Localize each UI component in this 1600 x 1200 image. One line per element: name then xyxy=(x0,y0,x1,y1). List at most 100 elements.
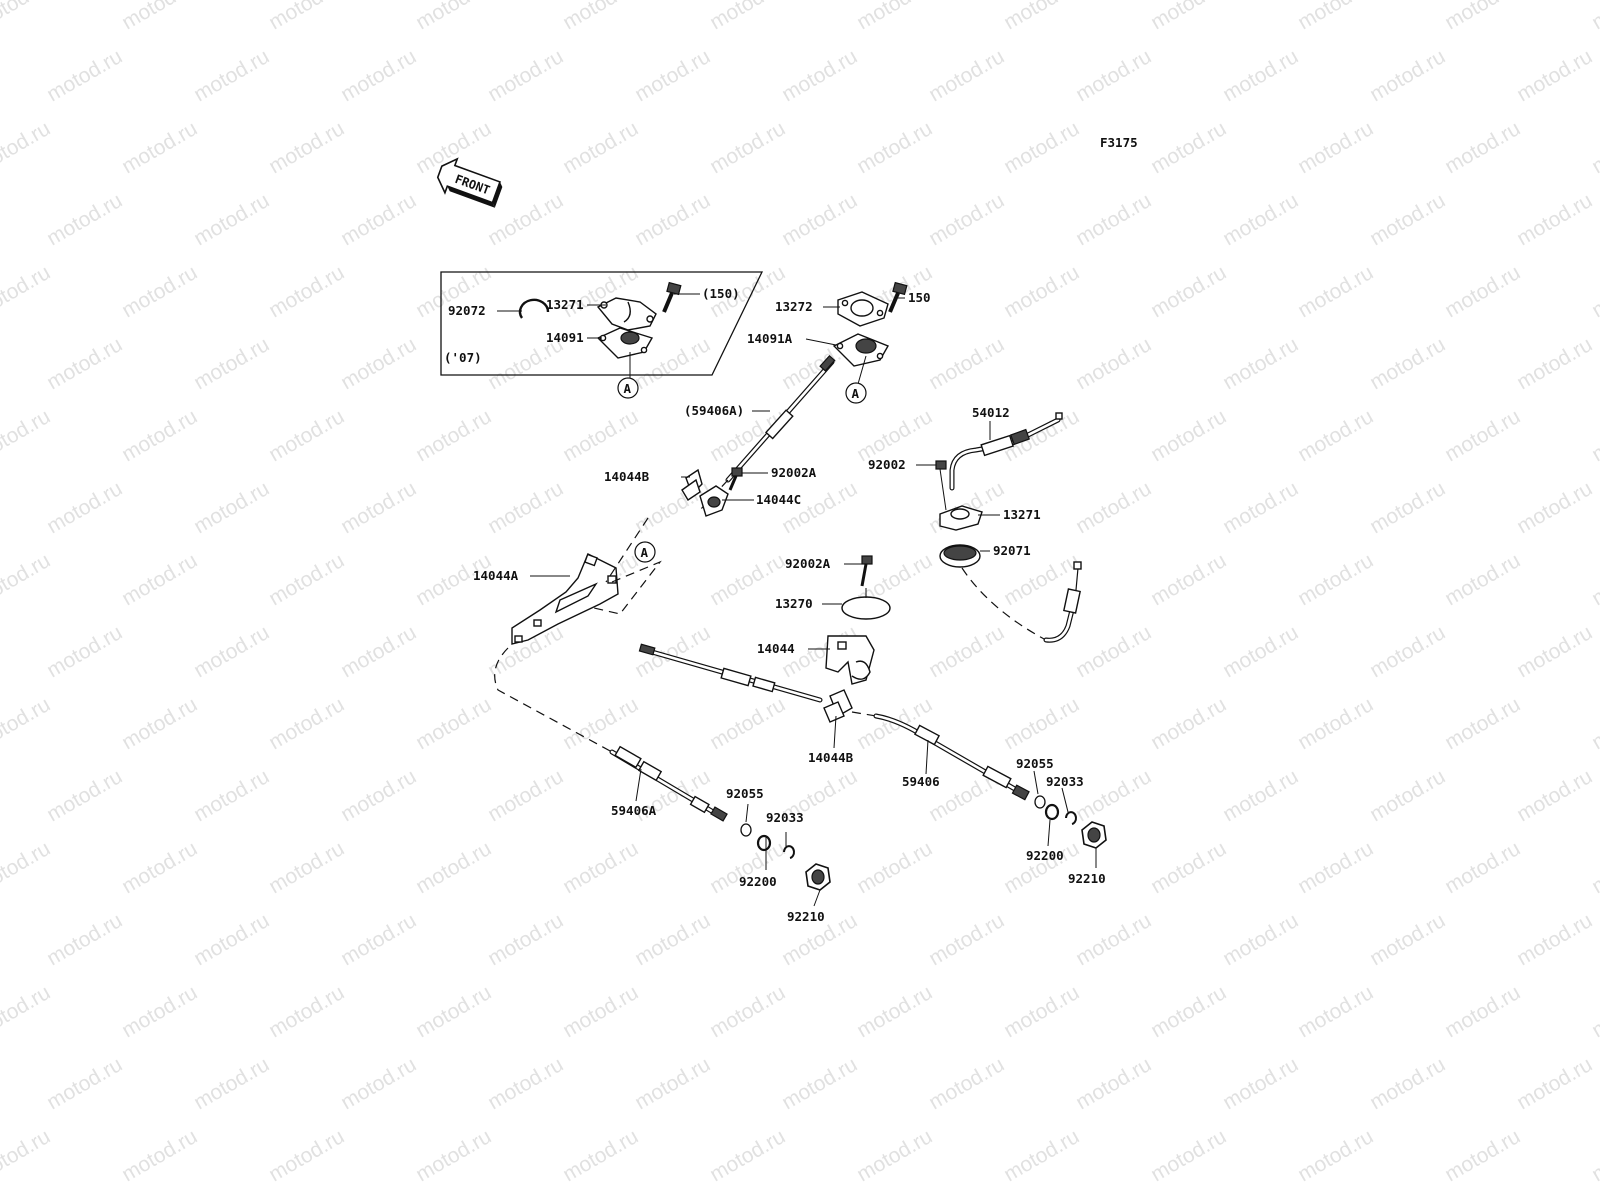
watermark-text: motod.ru xyxy=(190,621,273,682)
watermark-text: motod.ru xyxy=(190,333,273,394)
watermark-text: motod.ru xyxy=(118,117,201,178)
svg-text:A: A xyxy=(624,381,632,396)
watermark-text: motod.ru xyxy=(0,0,54,34)
watermark-text: motod.ru xyxy=(925,1053,1008,1114)
watermark-text: motod.ru xyxy=(337,189,420,250)
watermark-text: motod.ru xyxy=(706,0,789,34)
watermark-text: motod.ru xyxy=(1147,981,1230,1042)
watermark-text: motod.ru xyxy=(1513,765,1596,826)
watermark-text: motod.ru xyxy=(1294,405,1377,466)
part-59406-cable xyxy=(851,711,1030,801)
part-14091A-grommet xyxy=(832,333,890,367)
watermark-text: motod.ru xyxy=(0,1125,54,1186)
watermark-text: motod.ru xyxy=(118,1125,201,1186)
part-14044B-lower-clamp xyxy=(823,689,853,723)
watermark-text: motod.ru xyxy=(853,117,936,178)
watermark-text: motod.ru xyxy=(1513,333,1596,394)
watermark-text: motod.ru xyxy=(778,45,861,106)
label-92072: 92072 xyxy=(448,303,486,318)
watermark-text: motod.ru xyxy=(1588,693,1600,754)
watermark-text: motod.ru xyxy=(265,549,348,610)
part-13270-gasket xyxy=(841,588,891,620)
part-92210-right-nut xyxy=(1081,821,1107,849)
watermark-text: motod.ru xyxy=(118,837,201,898)
watermark-text: motod.ru xyxy=(1588,405,1600,466)
watermark-text: motod.ru xyxy=(559,693,642,754)
watermark-text: motod.ru xyxy=(778,477,861,538)
watermark-text: motod.ru xyxy=(190,477,273,538)
label-92002A-upper: 92002A xyxy=(771,465,817,480)
watermark-text: motod.ru xyxy=(1219,333,1302,394)
watermark-text: motod.ru xyxy=(412,837,495,898)
watermark-text: motod.ru xyxy=(484,765,567,826)
watermark-text: motod.ru xyxy=(118,0,201,34)
watermark-text: motod.ru xyxy=(1072,333,1155,394)
label-13270: 13270 xyxy=(775,596,813,611)
watermark-text: motod.ru xyxy=(1588,0,1600,34)
watermark-text: motod.ru xyxy=(706,1125,789,1186)
part-middle-cable xyxy=(638,643,823,703)
part-92055-right-washer xyxy=(1034,795,1046,809)
part-59406A-upper-cable xyxy=(699,354,836,511)
watermark-text: motod.ru xyxy=(706,117,789,178)
watermark-text: motod.ru xyxy=(1441,837,1524,898)
watermark-text: motod.ru xyxy=(190,909,273,970)
label-14044C: 14044C xyxy=(756,492,801,507)
part-92071-grommet xyxy=(939,544,1047,641)
watermark-text: motod.ru xyxy=(1219,1053,1302,1114)
watermark-text: motod.ru xyxy=(1366,333,1449,394)
part-54012-lower-end xyxy=(1043,561,1082,643)
watermark-text: motod.ru xyxy=(0,693,54,754)
watermark-text: motod.ru xyxy=(1072,765,1155,826)
part-150-bolt xyxy=(888,281,908,313)
label-14091: 14091 xyxy=(546,330,584,345)
watermark-text: motod.ru xyxy=(1588,117,1600,178)
watermark-text: motod.ru xyxy=(412,405,495,466)
watermark-text: motod.ru xyxy=(1072,189,1155,250)
svg-text:A: A xyxy=(852,386,860,401)
watermark-text: motod.ru xyxy=(484,477,567,538)
part-54012-cable xyxy=(949,412,1063,491)
watermark-text: motod.ru xyxy=(484,45,567,106)
watermark-text: motod.ru xyxy=(265,837,348,898)
watermark-text: motod.ru xyxy=(412,693,495,754)
watermark-text: motod.ru xyxy=(43,477,126,538)
watermark-text: motod.ru xyxy=(337,333,420,394)
watermark-text: motod.ru xyxy=(190,765,273,826)
watermark-text: motod.ru xyxy=(559,837,642,898)
watermark-text: motod.ru xyxy=(1294,837,1377,898)
watermark-text: motod.ru xyxy=(778,189,861,250)
label-59406: 59406 xyxy=(902,774,940,789)
watermark-text: motod.ru xyxy=(853,0,936,34)
part-150-inset-bolt xyxy=(662,281,682,313)
watermark-text: motod.ru xyxy=(1072,909,1155,970)
part-92055-left-washer xyxy=(740,823,752,837)
label-150-inset: (150) xyxy=(702,286,740,301)
label-92002A-lower: 92002A xyxy=(785,556,831,571)
watermark-text: motod.ru xyxy=(778,1053,861,1114)
watermark-text: motod.ru xyxy=(265,1125,348,1186)
watermark-text: motod.ru xyxy=(1294,693,1377,754)
label-14091A: 14091A xyxy=(747,331,793,346)
watermark-text: motod.ru xyxy=(1294,117,1377,178)
part-13272-plate xyxy=(837,291,889,327)
watermark-text: motod.ru xyxy=(43,333,126,394)
label-92055-right: 92055 xyxy=(1016,756,1054,771)
watermark-text: motod.ru xyxy=(1366,621,1449,682)
watermark-text: motod.ru xyxy=(1441,981,1524,1042)
label-92033-left: 92033 xyxy=(766,810,804,825)
part-92002A-upper-bolt xyxy=(728,467,743,491)
watermark-text: motod.ru xyxy=(1294,0,1377,34)
watermark-text: motod.ru xyxy=(1441,1125,1524,1186)
watermark-text: motod.ru xyxy=(1366,189,1449,250)
watermark-text: motod.ru xyxy=(1441,0,1524,34)
watermark-text: motod.ru xyxy=(1441,549,1524,610)
watermark-text: motod.ru xyxy=(484,909,567,970)
watermark-text: motod.ru xyxy=(1441,405,1524,466)
watermark-text: motod.ru xyxy=(853,837,936,898)
watermark-text: motod.ru xyxy=(1072,1053,1155,1114)
watermark-text: motod.ru xyxy=(1000,1125,1083,1186)
watermark-text: motod.ru xyxy=(706,693,789,754)
watermark-text: motod.ru xyxy=(1147,693,1230,754)
watermark-text: motod.ru xyxy=(925,909,1008,970)
